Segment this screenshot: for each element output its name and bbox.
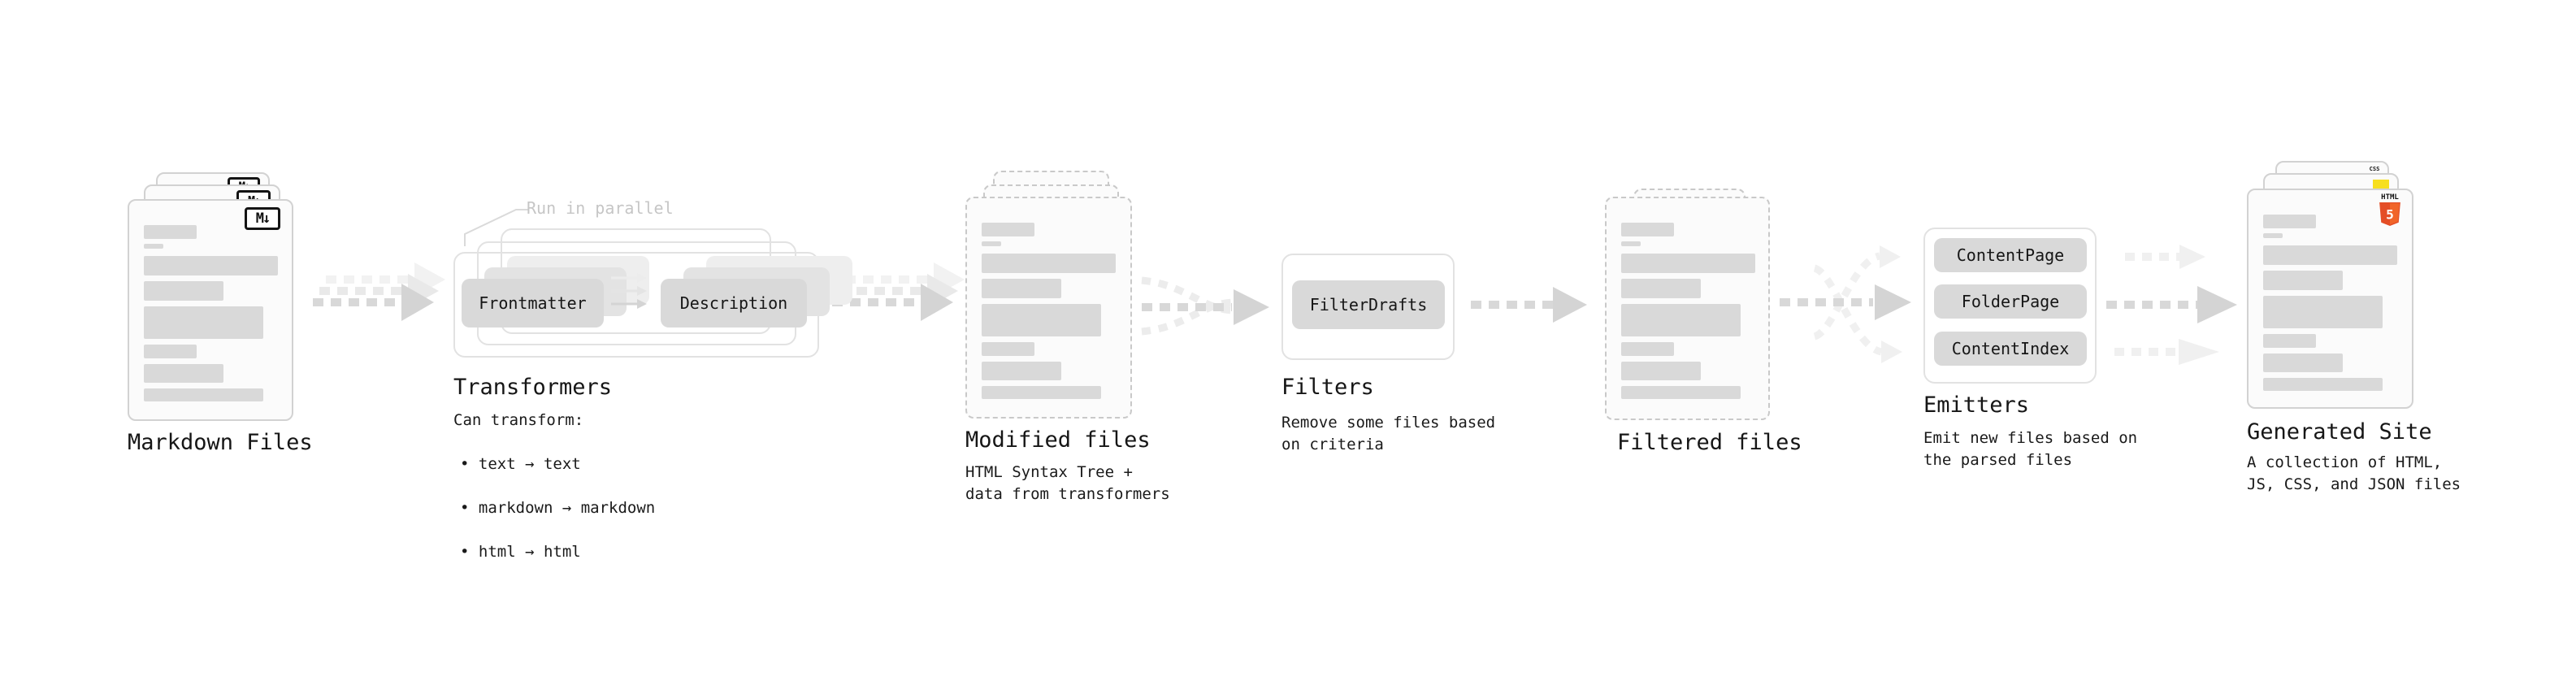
text-placeholder-bar xyxy=(2263,354,2343,372)
text-placeholder-bar xyxy=(144,244,163,249)
generated-html-file-card: HTML 5 xyxy=(2247,189,2413,409)
text-placeholder-bar xyxy=(2263,271,2343,290)
text-placeholder-bar xyxy=(982,223,1034,236)
transformers-title: Transformers xyxy=(453,375,613,400)
generated-site-title: Generated Site xyxy=(2247,419,2432,445)
text-placeholder-bar xyxy=(1621,254,1755,273)
transformer-node-description: Description xyxy=(661,279,807,327)
text-placeholder-bar xyxy=(982,362,1061,380)
arrow-filters-to-filtered xyxy=(1471,287,1587,323)
text-placeholder-bar xyxy=(2263,334,2316,348)
text-placeholder-bar xyxy=(982,304,1101,336)
generated-site-subtitle: A collection of HTML, JS, CSS, and JSON … xyxy=(2247,453,2461,493)
text-placeholder-bar xyxy=(982,386,1101,399)
arrow-filtered-to-emitters xyxy=(1780,245,1911,363)
emitters-subtitle: Emit new files based on the parsed files xyxy=(1923,429,2138,469)
text-placeholder-bar xyxy=(144,364,223,383)
text-placeholder-bar xyxy=(1621,342,1674,356)
text-placeholder-bar xyxy=(1621,386,1741,399)
run-in-parallel-callout-line xyxy=(464,209,528,246)
markdown-files-title: Markdown Files xyxy=(128,430,313,455)
text-placeholder-bar xyxy=(2263,245,2397,265)
markdown-file-card-front: M↓ xyxy=(128,199,293,421)
arrow-transformers-to-modified xyxy=(832,262,965,321)
text-placeholder-bar xyxy=(144,281,223,301)
text-placeholder-bar xyxy=(144,306,263,339)
text-placeholder-bar xyxy=(1621,223,1674,236)
text-placeholder-bar xyxy=(1621,279,1701,298)
filters-frame xyxy=(1281,254,1455,360)
bullet-item: • text → text xyxy=(460,455,581,473)
text-placeholder-bar xyxy=(144,388,263,401)
text-placeholder-bar xyxy=(982,342,1034,356)
transformers-desc-heading: Can transform: xyxy=(453,411,584,429)
modified-files-title: Modified files xyxy=(965,427,1151,453)
html5-icon: HTML 5 xyxy=(2378,193,2402,229)
svg-text:5: 5 xyxy=(2386,206,2394,222)
arrow-modified-to-filters xyxy=(1141,276,1269,336)
html5-shield: 5 xyxy=(2379,202,2400,226)
emitter-node-folderpage: FolderPage xyxy=(1934,284,2087,319)
arrow-markdown-to-transformers xyxy=(313,262,445,321)
text-placeholder-bar xyxy=(144,256,278,275)
markdown-icon: M↓ xyxy=(245,207,280,230)
text-placeholder-bar xyxy=(982,254,1116,273)
text-placeholder-bar xyxy=(1621,362,1701,380)
text-placeholder-bar xyxy=(2263,378,2383,391)
parallel-flow-arrows xyxy=(611,273,647,309)
js-icon xyxy=(2373,180,2389,189)
text-placeholder-bar xyxy=(2263,296,2383,328)
modified-files-subtitle: HTML Syntax Tree + data from transformer… xyxy=(965,463,1170,503)
filtered-file-card-front xyxy=(1605,197,1770,420)
text-placeholder-bar xyxy=(982,279,1061,298)
filters-title: Filters xyxy=(1281,375,1374,400)
arrow-emitters-to-generated xyxy=(2106,245,2237,365)
transformers-bullet-list: • text → text • markdown → markdown • ht… xyxy=(453,432,655,585)
text-placeholder-bar xyxy=(2263,215,2316,228)
emitter-node-contentindex: ContentIndex xyxy=(1934,332,2087,366)
filter-node-filterdrafts: FilterDrafts xyxy=(1292,280,1445,329)
filters-subtitle: Remove some files based on criteria xyxy=(1281,414,1496,453)
bullet-item: • markdown → markdown xyxy=(460,499,656,517)
text-placeholder-bar xyxy=(982,241,1001,246)
modified-file-card-front xyxy=(965,197,1132,419)
run-in-parallel-note: Run in parallel xyxy=(527,198,674,218)
text-placeholder-bar xyxy=(2263,233,2283,238)
emitter-node-contentpage: ContentPage xyxy=(1934,238,2087,272)
text-placeholder-bar xyxy=(144,225,197,239)
text-placeholder-bar xyxy=(1621,241,1641,246)
filtered-files-title: Filtered files xyxy=(1617,430,1802,455)
text-placeholder-bar xyxy=(144,345,197,358)
bullet-item: • html → html xyxy=(460,543,581,561)
text-placeholder-bar xyxy=(1621,304,1741,336)
emitters-frame xyxy=(1923,228,2097,384)
transformer-node-frontmatter: Frontmatter xyxy=(462,279,604,327)
emitters-title: Emitters xyxy=(1923,393,2030,418)
